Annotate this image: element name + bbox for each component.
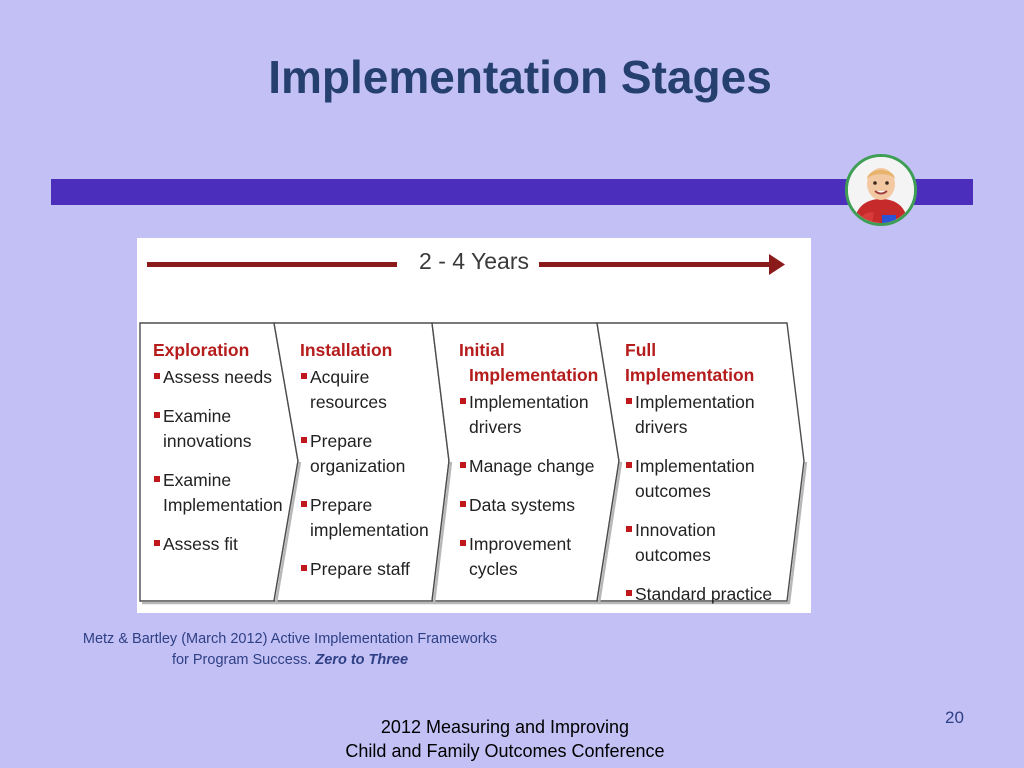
citation-journal: Zero to Three bbox=[315, 652, 409, 668]
citation-line2: for Program Success. Zero to Three bbox=[171, 652, 409, 668]
stage-item: Assess needs bbox=[153, 365, 283, 390]
footer-line1: 2012 Measuring and Improving bbox=[380, 717, 630, 737]
stage-title-full-implementation: Full Implementation bbox=[625, 340, 755, 385]
stage-installation: Installation Acquire resources Prepare o… bbox=[300, 338, 440, 596]
stage-item: Examine Implementation bbox=[153, 468, 283, 518]
slide-title: Implementation Stages bbox=[268, 51, 772, 103]
stage-initial-implementation: Initial Implementation Implementation dr… bbox=[459, 338, 599, 596]
stage-title-initial-implementation: Initial Implementation bbox=[459, 338, 599, 388]
stage-item: Implementation drivers bbox=[459, 390, 599, 440]
stage-exploration: Exploration Assess needs Examine innovat… bbox=[153, 338, 283, 571]
title-divider-bar bbox=[51, 179, 973, 205]
stage-title-installation: Installation bbox=[300, 340, 393, 360]
page-number: 20 bbox=[945, 708, 964, 727]
citation: Metz & Bartley (March 2012) Active Imple… bbox=[42, 629, 538, 671]
stage-item: Prepare staff bbox=[300, 557, 440, 582]
footer-line2: Child and Family Outcomes Conference bbox=[345, 741, 665, 761]
timeline-label: 2 - 4 Years bbox=[137, 248, 811, 275]
stage-item: Data systems bbox=[459, 493, 599, 518]
timeline-line-left bbox=[147, 262, 397, 267]
stage-title-line1: Initial bbox=[459, 340, 505, 360]
stages-graphic bbox=[139, 254, 808, 605]
stage-item: Innovation outcomes bbox=[625, 518, 790, 568]
stage-item: Prepare implementation bbox=[300, 493, 440, 543]
stage-item: Implementation outcomes bbox=[625, 454, 790, 504]
stage-item: Improvement cycles bbox=[459, 532, 599, 582]
stage-item: Standard practice bbox=[625, 582, 790, 607]
citation-line1: Metz & Bartley (March 2012) Active Imple… bbox=[82, 631, 498, 647]
stage-item: Implementation drivers bbox=[625, 390, 790, 440]
chevron-full-implementation bbox=[596, 322, 805, 602]
stage-title-line2: Implementation bbox=[469, 365, 599, 385]
child-photo bbox=[845, 154, 917, 226]
stage-item: Assess fit bbox=[153, 532, 283, 557]
timeline-line-right bbox=[527, 262, 777, 267]
stage-item: Prepare organization bbox=[300, 429, 440, 479]
timeline-arrowhead bbox=[769, 254, 785, 275]
stage-title-exploration: Exploration bbox=[153, 340, 250, 360]
stage-item: Acquire resources bbox=[300, 365, 440, 415]
implementation-stages-diagram: 2 - 4 Years Exploration Assess needs Exa… bbox=[137, 238, 811, 613]
stage-item: Manage change bbox=[459, 454, 599, 479]
stage-full-implementation: Full Implementation Implementation drive… bbox=[625, 338, 790, 621]
stage-item: Examine innovations bbox=[153, 404, 283, 454]
footer: 2012 Measuring and Improving Child and F… bbox=[0, 715, 1010, 763]
